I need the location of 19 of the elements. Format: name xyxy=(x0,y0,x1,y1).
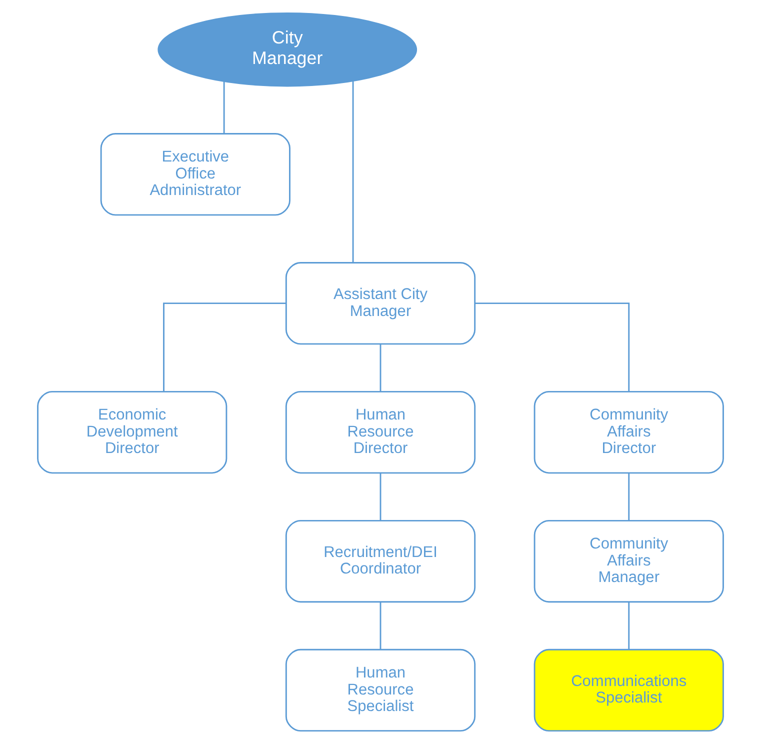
connector xyxy=(380,602,382,650)
connector xyxy=(628,473,630,520)
node-box: Community Affairs Director xyxy=(534,390,724,474)
node-box: Executive Office Administrator xyxy=(100,133,290,216)
connector xyxy=(163,302,286,392)
connector xyxy=(628,602,630,650)
connector xyxy=(475,302,630,392)
node-box: Human Resource Specialist xyxy=(285,648,476,732)
connector xyxy=(380,473,382,520)
node-box: Community Affairs Manager xyxy=(534,520,724,603)
node-box: Assistant City Manager xyxy=(285,262,476,345)
node-box: Recruitment/DEI Coordinator xyxy=(285,520,476,603)
connector xyxy=(380,344,382,392)
node-box: Human Resource Director xyxy=(285,390,476,474)
node-box: Economic Development Director xyxy=(37,390,228,474)
connector xyxy=(352,81,354,262)
node-box: Communications Specialist xyxy=(534,648,724,732)
node-ellipse: City Manager xyxy=(158,12,418,87)
connector xyxy=(223,81,225,134)
